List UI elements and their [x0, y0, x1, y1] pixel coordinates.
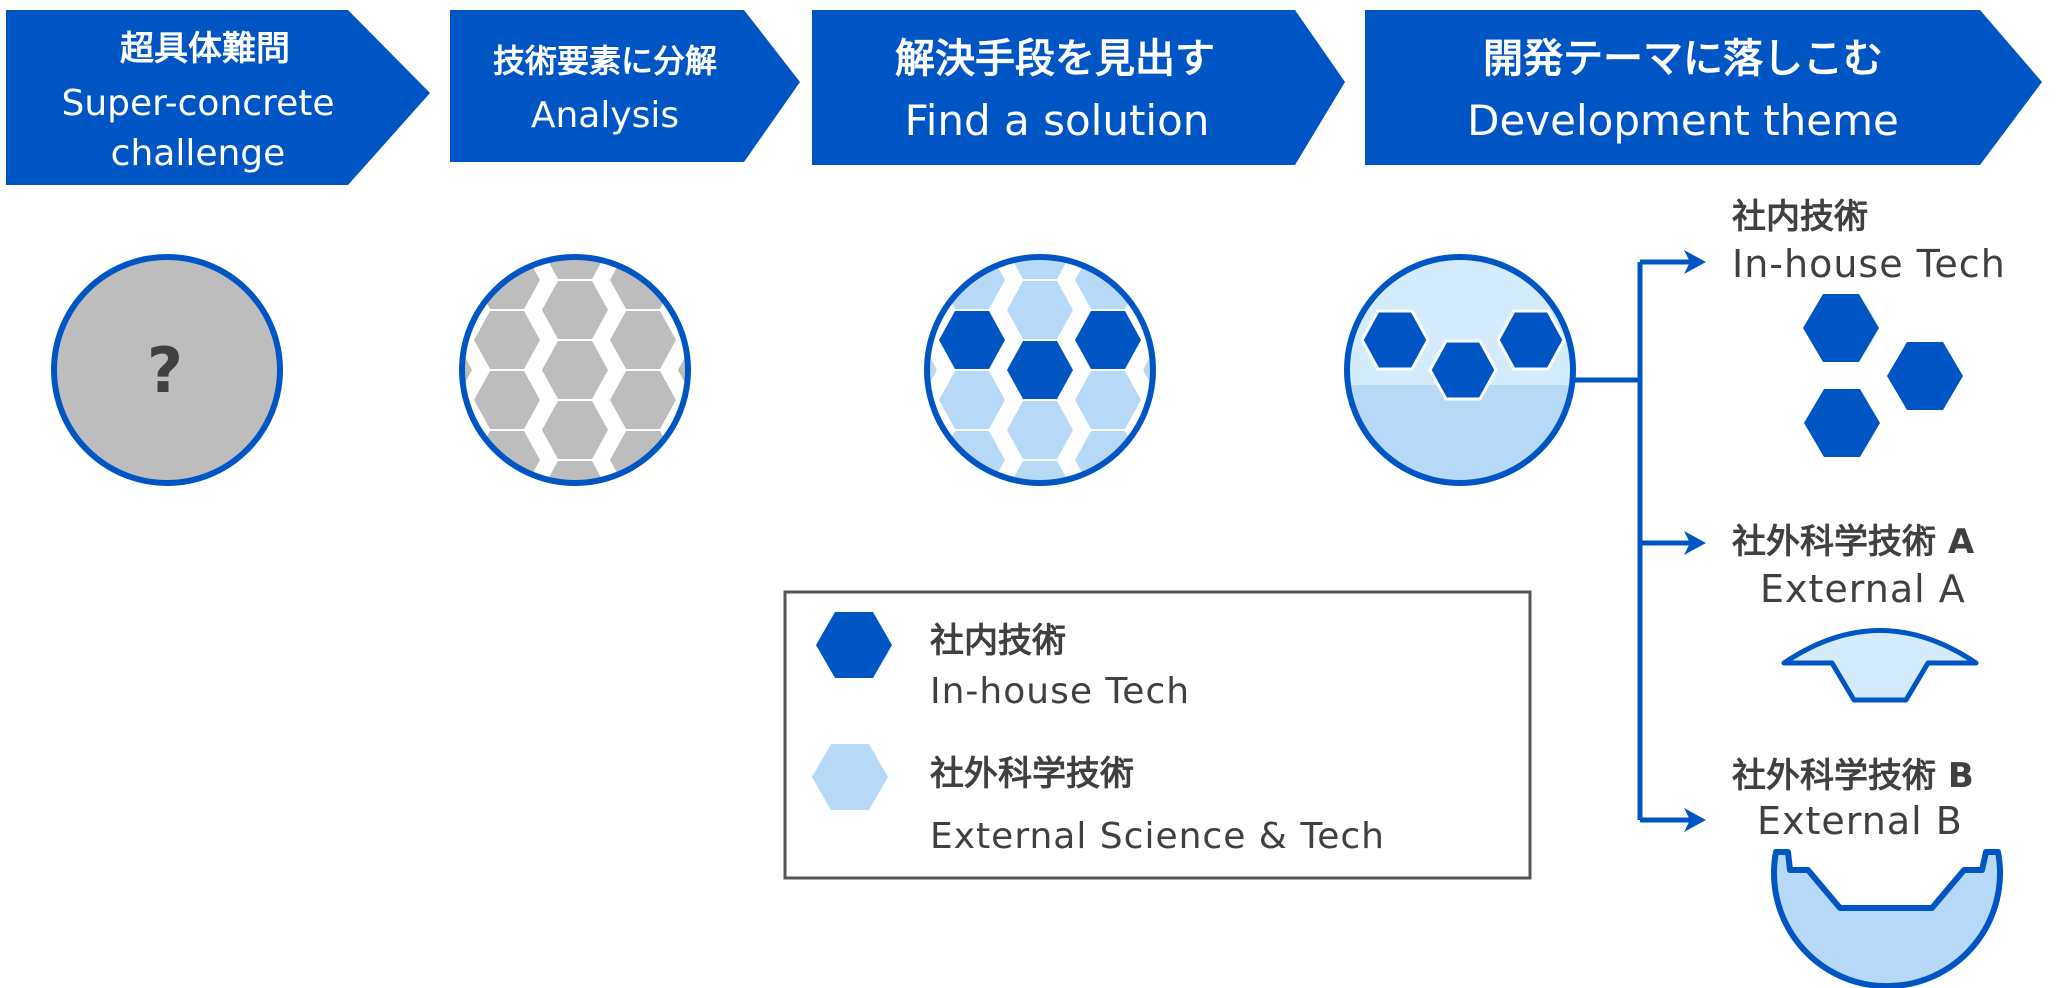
output-external-a-en: External A — [1760, 567, 1966, 611]
output-inhouse: 社内技術 In-house Tech — [1732, 197, 2006, 457]
output-inhouse-jp: 社内技術 — [1732, 197, 1868, 237]
output-external-b-en: External B — [1757, 799, 1963, 843]
arrow-head-icon — [1684, 531, 1706, 555]
hex — [1007, 281, 1073, 339]
step-4-subtitle-line1: Development theme — [1467, 96, 1899, 145]
question-mark: ? — [147, 334, 183, 407]
output-external-b-jp: 社外科学技術 B — [1732, 756, 1974, 796]
hex — [542, 257, 608, 279]
hex — [678, 401, 688, 459]
hex — [939, 371, 1005, 429]
challenge-circle: ? — [51, 254, 283, 486]
hex — [542, 401, 608, 459]
hex — [1496, 309, 1566, 371]
hex — [1428, 339, 1498, 401]
hex — [610, 371, 676, 429]
external-a-shape — [1781, 628, 1979, 703]
hex — [1007, 341, 1073, 399]
hex — [927, 401, 937, 459]
hex — [542, 341, 608, 399]
hex — [927, 281, 937, 339]
output-external-b: 社外科学技術 B External B — [1732, 756, 2003, 988]
legend-external-en: External Science & Tech — [930, 816, 1385, 857]
hex — [462, 401, 472, 459]
output-external-a-jp: 社外科学技術 A — [1732, 522, 1975, 562]
hex — [1887, 342, 1963, 410]
hex — [542, 281, 608, 339]
theme-circle — [1344, 254, 1576, 486]
hex — [939, 311, 1005, 369]
external-b-shape — [1771, 849, 2003, 988]
step-3-title: 解決手段を見出す — [895, 36, 1215, 82]
step-arrow-2: 技術要素に分解 Analysis — [450, 10, 800, 162]
output-external-a: 社外科学技術 A External A — [1732, 522, 1979, 703]
step-1-subtitle-line1: Super-concrete — [61, 83, 334, 124]
hex — [462, 281, 472, 339]
hex — [542, 461, 608, 483]
legend-inhouse-en: In-house Tech — [930, 671, 1190, 712]
hex — [1075, 311, 1141, 369]
legend-external-hex-icon — [812, 744, 888, 810]
hex — [610, 311, 676, 369]
solution-hex-grid — [927, 257, 1153, 483]
step-arrow-4: 開発テーマに落しこむ Development theme — [1365, 10, 2042, 165]
hex — [474, 311, 540, 369]
step-arrow-1: 超具体難問 Super-concrete challenge — [6, 10, 430, 185]
step-4-title: 開発テーマに落しこむ — [1483, 36, 1883, 82]
legend-inhouse-hex-icon — [816, 612, 892, 678]
step-1-title: 超具体難問 — [120, 29, 290, 69]
analysis-circle — [459, 254, 691, 486]
legend: 社内技術 In-house Tech 社外科学技術 External Scien… — [783, 590, 1532, 880]
hex — [678, 281, 688, 339]
step-2-subtitle-line1: Analysis — [531, 95, 679, 136]
hex — [1360, 309, 1430, 371]
hex — [1007, 401, 1073, 459]
step-2-title: 技術要素に分解 — [493, 42, 717, 80]
step-3-subtitle-line1: Find a solution — [905, 96, 1210, 145]
output-inhouse-en: In-house Tech — [1732, 242, 2006, 286]
branch-connector — [1573, 259, 1690, 823]
step-arrow-3: 解決手段を見出す Find a solution — [812, 10, 1345, 165]
hex — [1075, 371, 1141, 429]
step-1-subtitle-line2: challenge — [111, 133, 286, 174]
hex — [474, 371, 540, 429]
hex — [1143, 281, 1153, 339]
hex — [1007, 461, 1073, 483]
analysis-hex-grid — [462, 257, 688, 483]
arrow-head-icon — [1684, 808, 1706, 832]
hex — [1007, 257, 1073, 279]
legend-external-jp: 社外科学技術 — [930, 754, 1134, 794]
legend-inhouse-jp: 社内技術 — [930, 621, 1066, 661]
hex — [1143, 401, 1153, 459]
hex — [1804, 389, 1880, 457]
hex — [1803, 294, 1879, 362]
solution-circle — [924, 254, 1156, 486]
arrow-head-icon — [1684, 250, 1706, 274]
